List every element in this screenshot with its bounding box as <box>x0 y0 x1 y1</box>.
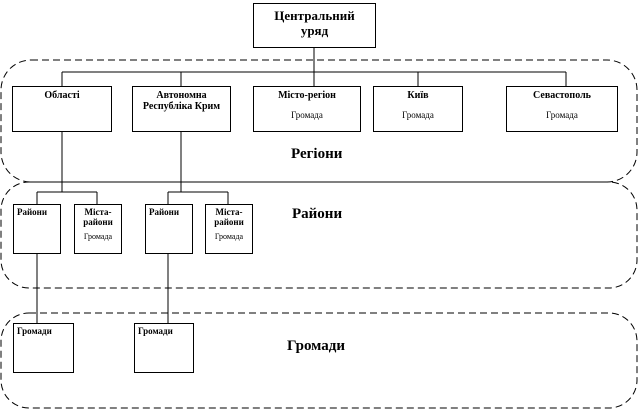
region-box-title: Київ <box>407 90 429 101</box>
region-box-sub: Громада <box>291 110 323 120</box>
district-box-title: Райони <box>149 207 180 217</box>
city-district-sub: Громада <box>83 232 113 241</box>
region-box-title: Місто-регіон <box>278 90 336 101</box>
region-box-sevastopol: Севастополь Громада <box>506 86 618 132</box>
community-box-2: Громади <box>134 323 194 373</box>
central-title-line2: уряд <box>300 23 329 38</box>
community-box-1: Громади <box>13 323 74 373</box>
district-box-city-1: Міста- райони Громада <box>74 204 122 254</box>
zone-regions <box>0 59 638 183</box>
region-box-sub: Громада <box>546 110 578 120</box>
region-box-kyiv: Київ Громада <box>373 86 463 132</box>
region-box-city-region: Місто-регіон Громада <box>253 86 361 132</box>
central-title-line1: Центральний <box>274 8 355 23</box>
district-box-city-2: Міста- райони Громада <box>205 204 253 254</box>
community-box-title: Громади <box>17 326 52 336</box>
regions-level-label: Регіони <box>291 146 343 162</box>
region-box-crimea: Автономна Республіка Крим <box>132 86 231 132</box>
region-box-title: Області <box>44 90 80 101</box>
communities-level-label: Громади <box>287 338 346 354</box>
city-district-line1: Міста- <box>215 207 243 217</box>
zone-communities <box>0 312 638 409</box>
region-box-title: Севастополь <box>533 90 591 101</box>
region-box-sub: Громада <box>402 110 434 120</box>
community-box-title: Громади <box>138 326 173 336</box>
region-box-title-line2: Республіка Крим <box>142 101 221 112</box>
district-box-rayony-1: Райони <box>13 204 61 254</box>
city-district-sub: Громада <box>214 232 244 241</box>
districts-level-label: Райони <box>292 206 343 222</box>
city-district-line2: райони <box>83 217 113 227</box>
district-box-rayony-2: Райони <box>145 204 193 254</box>
zone-districts <box>0 181 638 289</box>
region-box-oblasti: Області <box>12 86 112 132</box>
city-district-line1: Міста- <box>84 207 112 217</box>
central-government-box: Центральний уряд <box>253 3 376 48</box>
city-district-line2: райони <box>214 217 244 227</box>
district-box-title: Райони <box>17 207 48 217</box>
region-box-title-line1: Автономна <box>156 90 207 101</box>
